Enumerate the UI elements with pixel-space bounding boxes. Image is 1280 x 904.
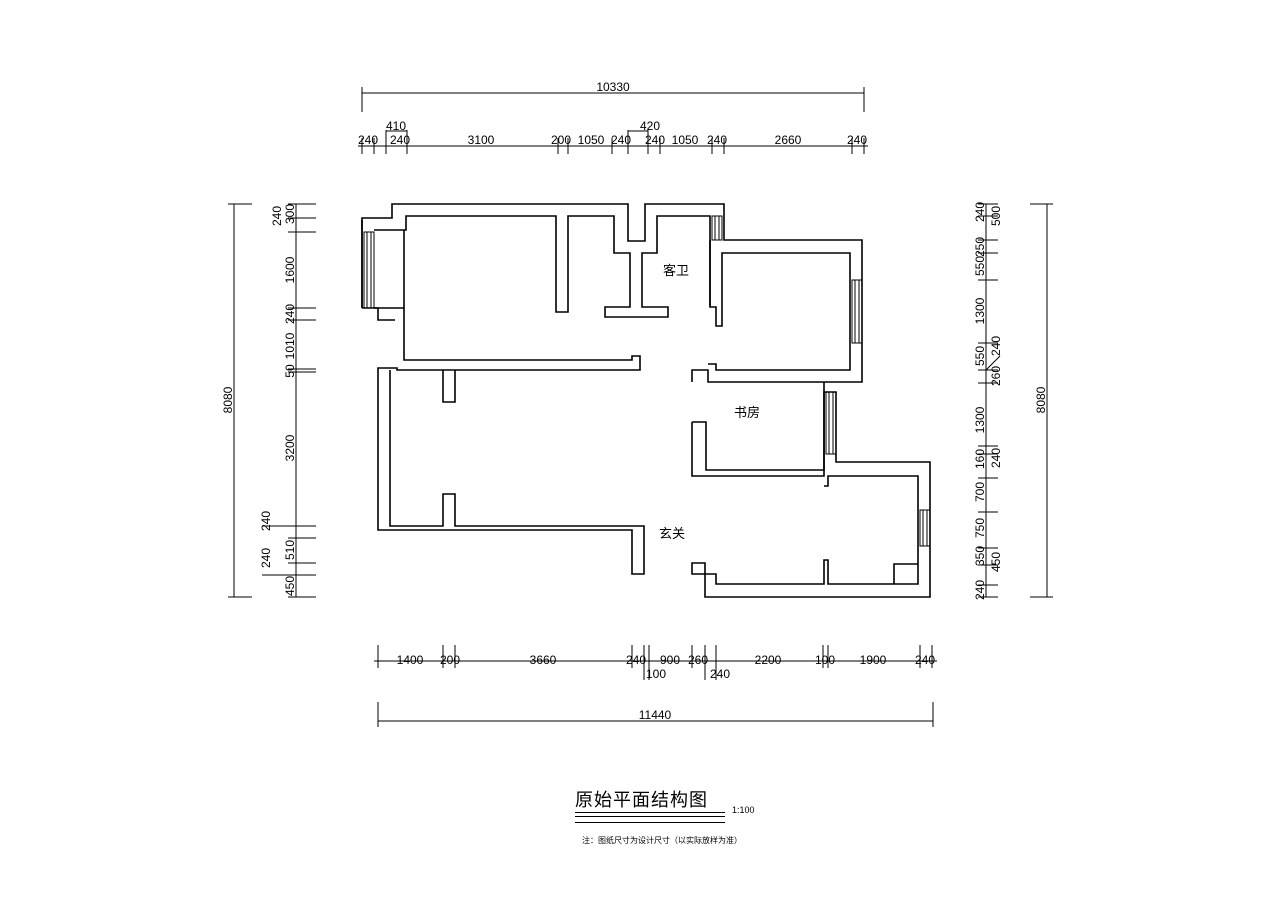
dim-right-10: 160 [973,449,987,469]
dim-bottom-4: 240 [626,653,646,667]
dim-top-4: 3100 [468,133,495,147]
dim-bottom-2: 200 [440,653,460,667]
dim-bottom-6: 260 [688,653,708,667]
dim-bottom-8: 100 [815,653,835,667]
dim-top-7: 240 [611,133,631,147]
dim-left-5: 1010 [283,332,297,359]
dim-left-9: 510 [283,540,297,560]
title-underline-2 [575,816,725,817]
bottom-segment-dimensions: 1400 200 3660 240 900 260 2200 100 1900 … [374,645,937,681]
title-block: 原始平面结构图 [575,786,795,812]
dim-top-total: 10330 [596,80,630,94]
dim-right-12: 700 [973,482,987,502]
dim-left-6: 50 [283,364,297,378]
dim-left-11: 450 [283,576,297,596]
room-label-entry: 玄关 [659,527,685,542]
dim-right-16: 240 [973,580,987,600]
windows [363,215,931,547]
dim-bottom-5: 900 [660,653,680,667]
title-underline-1 [575,812,725,813]
bottom-total-dimension: 11440 [377,702,934,727]
drawing-note: 注：图纸尺寸为设计尺寸（以实际放样为准） [582,836,742,845]
top-segment-dimensions: 240 410 240 3100 200 1050 240 420 240 10… [358,119,868,154]
dim-bottom-total: 11440 [639,708,672,722]
dim-right-14: 350 [973,546,987,566]
dim-bottom-7: 2200 [755,653,782,667]
window-study [825,391,837,455]
dim-top-12: 2660 [775,133,802,147]
dim-right-4: 550 [973,256,987,276]
room-label-study: 书房 [734,405,760,421]
dim-right-15: 450 [989,552,1003,572]
dim-left-2: 300 [283,204,297,224]
dim-bottom-sub-1: 100 [646,667,666,681]
dim-top-11: 240 [707,133,727,147]
dim-top-9: 240 [645,133,665,147]
drawing-scale: 1:100 [732,805,755,815]
right-segment-dimensions: 240 500 250 550 1300 240 550 260 1300 16… [973,202,1003,600]
dim-right-5: 1300 [973,297,987,324]
dim-top-2: 410 [386,119,406,133]
dim-right-total: 8080 [1034,386,1048,413]
left-segment-dimensions: 240 300 1600 240 1010 50 3200 240 510 24… [259,203,316,598]
drawing-title: 原始平面结构图 [575,790,708,811]
dim-bottom-9: 1900 [860,653,887,667]
dim-right-6: 240 [989,336,1003,356]
dim-right-13: 750 [973,518,987,538]
dim-top-1: 240 [358,133,378,147]
top-total-dimension: 10330 [361,80,865,112]
dim-right-1: 240 [973,202,987,222]
window-right-lower [919,509,931,547]
dim-left-1: 240 [270,206,284,226]
room-label-guest-bath: 客卫 [663,263,689,279]
window-top-right [711,215,723,241]
dim-bottom-sub-2: 240 [710,667,730,681]
dim-top-3: 240 [390,133,410,147]
dim-left-3: 1600 [283,256,297,283]
dim-right-3: 250 [973,237,987,257]
left-total-dimension: 8080 [221,203,252,598]
dim-bottom-1: 1400 [397,653,424,667]
dim-left-total: 8080 [221,386,235,413]
dim-bottom-3: 3660 [530,653,557,667]
window-right-upper [851,279,863,344]
dim-bottom-10: 240 [915,653,935,667]
walls [361,203,931,598]
dim-top-10: 1050 [672,133,699,147]
title-underline-3 [575,822,725,823]
dim-left-10: 240 [259,548,273,568]
dim-right-8: 260 [989,366,1003,386]
dim-top-8: 420 [640,119,660,133]
dim-left-4: 240 [283,304,297,324]
dim-right-7: 550 [973,346,987,366]
dim-right-11: 240 [989,448,1003,468]
dim-top-6: 1050 [578,133,605,147]
dim-top-5: 200 [551,133,571,147]
window-left [363,231,375,309]
dim-top-13: 240 [847,133,867,147]
right-total-dimension: 8080 [1030,203,1053,598]
dim-right-9: 1300 [973,406,987,433]
dim-left-8: 240 [259,511,273,531]
dim-right-2: 500 [989,206,1003,226]
dim-left-7: 3200 [283,434,297,461]
